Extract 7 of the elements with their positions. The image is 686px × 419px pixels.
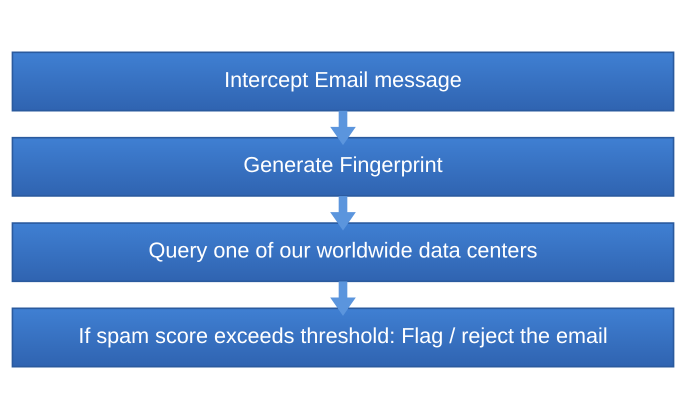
- node-box: If spam score exceeds threshold: Flag / reject the email: [12, 308, 674, 368]
- arrow: [330, 196, 356, 230]
- node-box: Intercept Email message: [12, 52, 674, 112]
- node-box: Generate Fingerprint: [12, 136, 674, 197]
- arrow: [330, 110, 356, 146]
- arrow: [330, 281, 356, 316]
- node-box: Query one of our worldwide data centers: [12, 222, 674, 282]
